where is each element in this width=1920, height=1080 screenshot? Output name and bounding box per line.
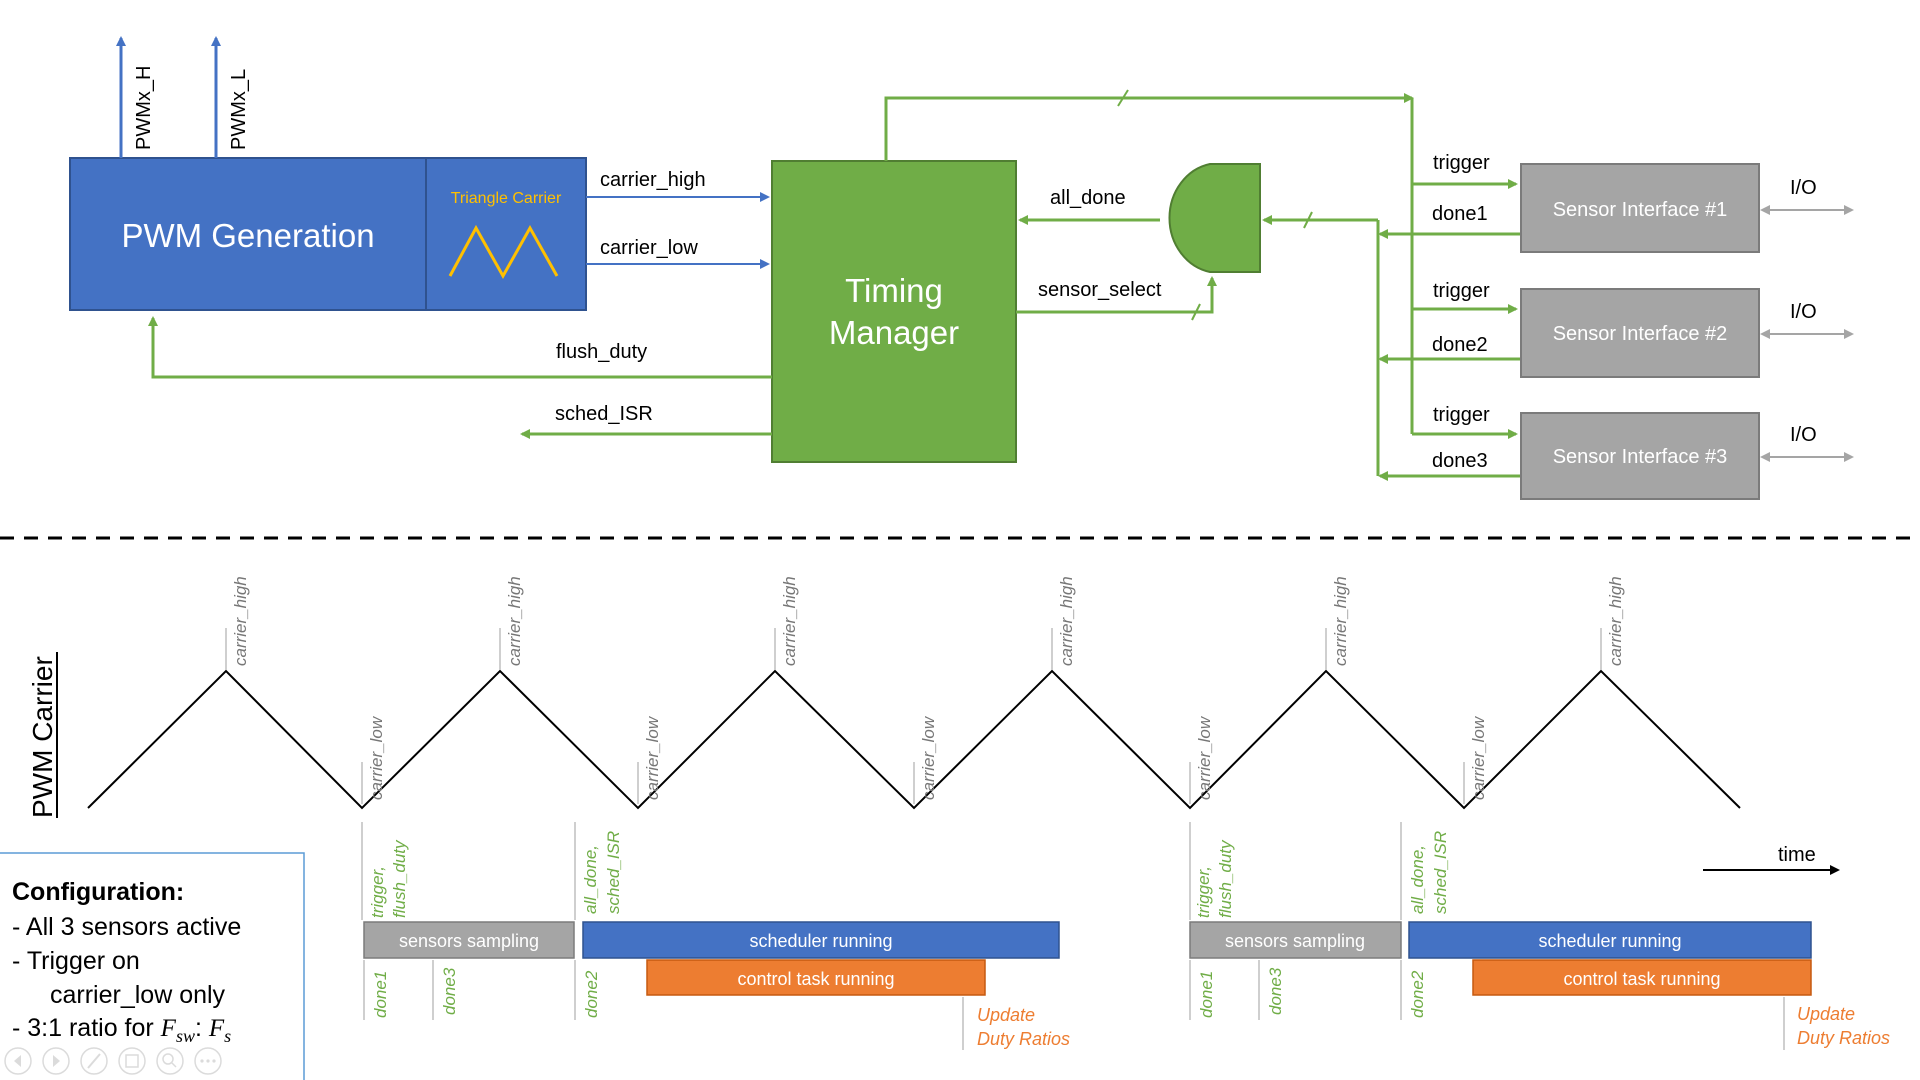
zoom-icon[interactable] (156, 1047, 184, 1075)
carrier-low-label: carrier_low (600, 237, 698, 259)
bus-slash (1303, 211, 1313, 229)
update-label-1: Update (977, 1005, 1035, 1025)
all-done-label: all_done (1050, 187, 1126, 209)
carrier-low-label: carrier_low (1195, 715, 1214, 800)
scheduler-running-label: scheduler running (749, 931, 892, 951)
triangle-carrier-label: Triangle Carrier (451, 190, 562, 207)
flush-duty-label: flush_duty (556, 341, 647, 363)
io-1-label: I/O (1790, 177, 1817, 199)
trigger-event-label: trigger, (1194, 866, 1213, 918)
slides-grid-icon[interactable] (118, 1047, 146, 1075)
sensor-2-name: Sensor Interface #2 (1553, 323, 1728, 345)
control-task-label: control task running (1563, 969, 1720, 989)
pwmx-h-label: PWMx_H (133, 66, 155, 150)
duty-ratios-label: Duty Ratios (1797, 1028, 1890, 1048)
io-2-label: I/O (1790, 301, 1817, 323)
carrier-waveform (87, 669, 1741, 810)
io-3-label: I/O (1790, 424, 1817, 446)
configuration-border (0, 852, 305, 1080)
carrier-high-label: carrier_high (1057, 576, 1076, 666)
timing-manager-title-1: Timing (845, 272, 943, 309)
time-label: time (1778, 844, 1816, 866)
sensor-select-label: sensor_select (1038, 279, 1162, 301)
next-slide-icon[interactable] (42, 1047, 70, 1075)
configuration-line-3: carrier_low only (50, 981, 226, 1009)
pwm-generation-block: PWM Generation Triangle Carrier (69, 157, 587, 311)
done2-event-label: done2 (1408, 970, 1427, 1018)
sensor-interface-3: trigger done3 Sensor Interface #3 I/O (1378, 404, 1854, 500)
carrier-high-label: carrier_high (505, 576, 524, 666)
configuration-line-4: - 3:1 ratio for Fsw: Fs (12, 1014, 231, 1046)
slideshow-controls (4, 1047, 222, 1075)
pen-icon[interactable] (80, 1047, 108, 1075)
and-gate (1168, 163, 1261, 273)
done1-label: done1 (1432, 203, 1488, 225)
flush-duty-arrow (148, 316, 772, 379)
triangle-carrier-icon (448, 224, 559, 280)
timing-cycle-2: trigger, flush_duty all_done, sched_ISR … (1189, 822, 1890, 1050)
carrier-low-label: carrier_low (643, 715, 662, 800)
scheduler-running-label: scheduler running (1538, 931, 1681, 951)
done1-event-label: done1 (1197, 971, 1216, 1018)
done1-event-label: done1 (371, 971, 390, 1018)
pwm-generation-title: PWM Generation (121, 217, 374, 254)
sched-isr-event-label: sched_ISR (1431, 831, 1450, 914)
configuration-box: Configuration: - All 3 sensors active - … (0, 852, 305, 1080)
done2-label: done2 (1432, 334, 1488, 356)
carrier-low-label: carrier_low (1469, 715, 1488, 800)
flush-duty-event-label: flush_duty (390, 839, 409, 918)
carrier-high-label: carrier_high (600, 169, 706, 191)
update-label-1: Update (1797, 1004, 1855, 1024)
carrier-high-label: carrier_high (231, 576, 250, 666)
previous-slide-icon[interactable] (4, 1047, 32, 1075)
carrier-high-label: carrier_high (1331, 576, 1350, 666)
sensors-sampling-bar (1189, 921, 1402, 959)
configuration-line-1: - All 3 sensors active (12, 913, 241, 941)
sched-isr-label: sched_ISR (555, 403, 653, 425)
control-task-bar (646, 959, 986, 996)
timing-manager-title-2: Manager (829, 314, 959, 351)
sensors-sampling-label: sensors sampling (399, 931, 539, 951)
done3-label: done3 (1432, 450, 1488, 472)
sensor-interface-1: trigger done1 Sensor Interface #1 I/O (1378, 152, 1854, 253)
done3-event-label: done3 (1266, 967, 1285, 1015)
timing-manager-block: Timing Manager (771, 160, 1017, 463)
sched-isr-event-label: sched_ISR (604, 831, 623, 914)
control-task-label: control task running (737, 969, 894, 989)
configuration-line-2: - Trigger on (12, 947, 140, 975)
carrier-high-label: carrier_high (780, 576, 799, 666)
control-task-bar (1472, 959, 1812, 996)
trigger-2-label: trigger (1433, 280, 1490, 302)
done2-event-label: done2 (582, 970, 601, 1018)
pwmx-l-label: PWMx_L (228, 69, 250, 150)
all-done-event-label: all_done, (581, 845, 600, 914)
bus-slash (1117, 89, 1129, 107)
sensor-3-name: Sensor Interface #3 (1553, 446, 1728, 468)
trigger-1-label: trigger (1433, 152, 1490, 174)
all-done-event-label: all_done, (1408, 845, 1427, 914)
carrier-low-label: carrier_low (367, 715, 386, 800)
duty-ratios-label: Duty Ratios (977, 1029, 1070, 1049)
sensors-sampling-bar (363, 921, 575, 959)
sensor-interface-2: trigger done2 Sensor Interface #2 I/O (1378, 280, 1854, 378)
scheduler-running-bar (1408, 921, 1812, 959)
trigger-bus-arrow (884, 93, 1414, 161)
carrier-low-label: carrier_low (919, 715, 938, 800)
more-options-icon[interactable] (194, 1047, 222, 1075)
flush-duty-event-label: flush_duty (1216, 839, 1235, 918)
bus-slash (1191, 303, 1201, 321)
sensors-sampling-label: sensors sampling (1225, 931, 1365, 951)
carrier-high-label: carrier_high (1606, 576, 1625, 666)
done3-event-label: done3 (440, 967, 459, 1015)
sensor-1-name: Sensor Interface #1 (1553, 199, 1728, 221)
sensor-select-arrow (1016, 276, 1217, 314)
configuration-title: Configuration: (12, 878, 184, 906)
timing-cycle-1: trigger, flush_duty all_done, sched_ISR … (361, 822, 1070, 1050)
trigger-3-label: trigger (1433, 404, 1490, 426)
trigger-event-label: trigger, (368, 866, 387, 918)
scheduler-running-bar (582, 921, 1060, 959)
pwm-carrier-ylabel: PWM Carrier (27, 656, 58, 818)
